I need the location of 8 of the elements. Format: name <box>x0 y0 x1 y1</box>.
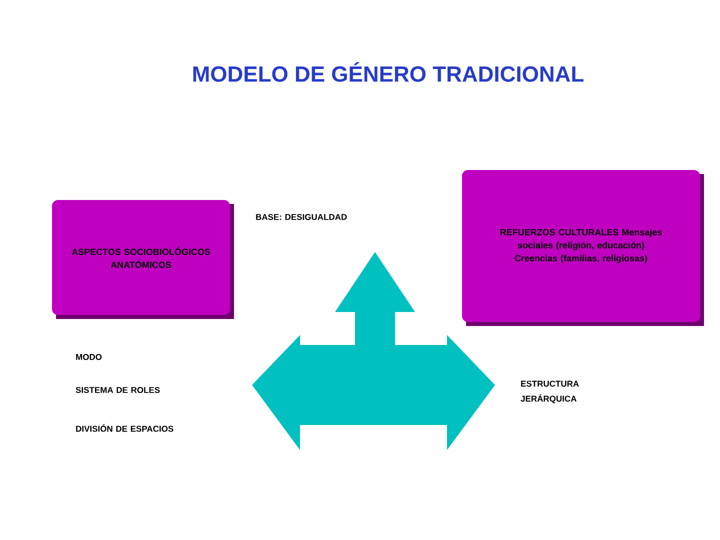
label: MODO <box>76 354 102 360</box>
label: ESTRUCTURA JERÁRQUICA <box>520 380 579 404</box>
title: MODELO DE GÉNERO TRADICIONAL <box>193 62 584 82</box>
label: BASE: DESIGUALDAD <box>256 214 347 220</box>
text-box: ASPECTOS SOCIOBIOLÓGICOS ANATÓMICOS <box>52 200 234 319</box>
label: DIVISIÓN DE ESPACIOS <box>76 424 174 432</box>
label: SISTEMA DE ROLES <box>76 386 160 393</box>
text-box: REFUERZOS CULTURALES Mensajes sociales (religión, educación) Creencias (familias, religiosas) <box>462 170 704 326</box>
